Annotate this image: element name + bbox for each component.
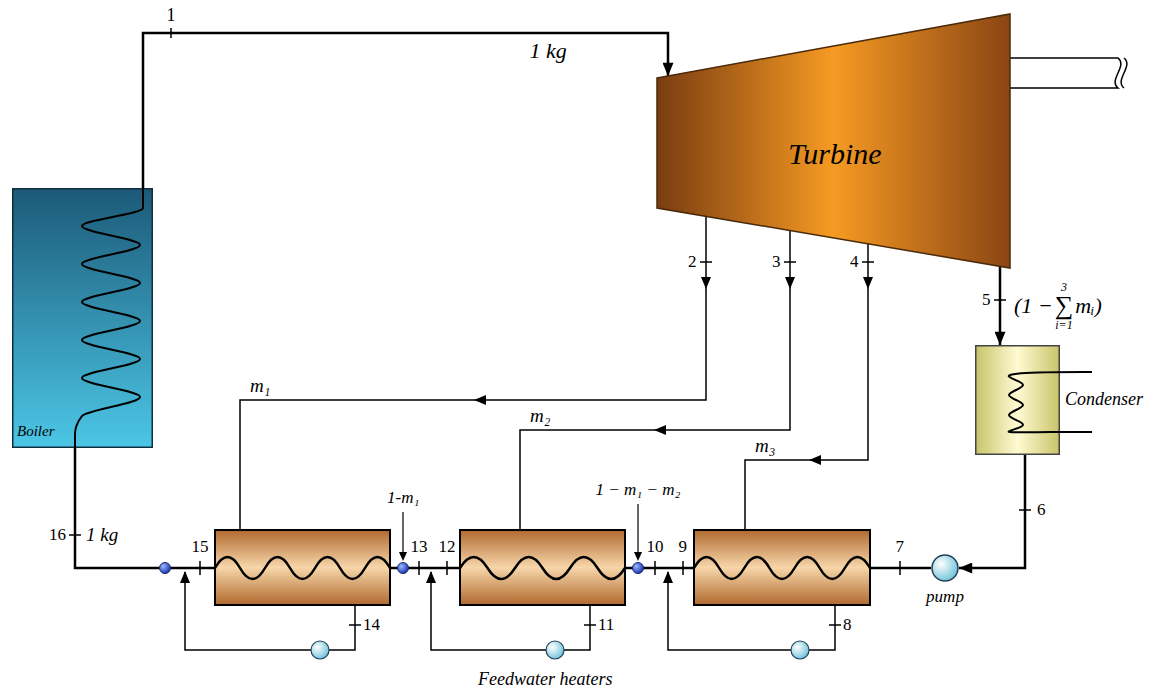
formula-part: 3: [1061, 281, 1067, 293]
arrowhead: [701, 277, 711, 289]
mass-flow-label: 1 kg: [86, 524, 118, 546]
state-number: 5: [982, 290, 991, 310]
extraction-line: [240, 216, 706, 530]
leader-line: [402, 512, 403, 552]
extraction-line: [520, 230, 790, 530]
boiler-body: [13, 189, 153, 448]
drain-pump: [546, 641, 564, 659]
mass-flow-label: 1-m₁: [387, 488, 419, 508]
condenser-shape: [975, 345, 1060, 455]
group-caption: Feedwater heaters: [478, 669, 612, 690]
state-number: 1: [167, 5, 176, 26]
mixing-points: [160, 563, 644, 574]
extraction-mass-label: m₃: [755, 435, 775, 457]
arrowhead: [663, 571, 673, 583]
mass-flow-label: 1 kg: [530, 38, 567, 63]
mixing-dot: [633, 563, 644, 574]
extraction-line: [745, 243, 868, 530]
turbine-label: Turbine: [788, 137, 881, 172]
state-number: 14: [363, 615, 380, 635]
formula-part: mᵢ): [1075, 293, 1102, 318]
arrowhead: [474, 395, 486, 405]
boiler-coil: [75, 188, 143, 448]
heater-coil: [215, 557, 390, 579]
arrowhead: [863, 277, 873, 289]
arrowhead: [654, 425, 666, 435]
state-number: 2: [688, 252, 697, 272]
arrowhead: [399, 552, 407, 561]
formula-part: ∑: [1055, 293, 1074, 319]
condenser-node: Condenser: [975, 345, 1060, 455]
state-number: 8: [843, 615, 852, 635]
drain-pumps: [311, 641, 809, 659]
turbine-node: Turbine: [657, 14, 1010, 268]
arrowhead: [180, 571, 190, 583]
mixing-dot: [160, 563, 171, 574]
exhaust-mass-formula: (1 −3∑i=1mᵢ): [1014, 281, 1102, 331]
boiler-label: Boiler: [17, 423, 55, 440]
heater-coil: [694, 557, 870, 579]
turbine-shaft: [1008, 58, 1127, 88]
state-number: 10: [647, 537, 664, 557]
mass-flow-label: 1 − m₁ − m₂: [596, 480, 681, 500]
feedwater-heater: [460, 530, 625, 605]
formula-slot: mᵢ): [1075, 293, 1102, 318]
shaft: [1008, 58, 1121, 88]
state-number: 16: [49, 525, 66, 545]
heater-coil: [460, 557, 625, 579]
turbine-body: [657, 14, 1010, 268]
state-number: 11: [598, 615, 614, 635]
arrowhead: [634, 552, 642, 561]
state-number: 15: [192, 537, 209, 557]
feedwater-heater: [694, 530, 870, 605]
pump-node: pump: [931, 554, 959, 582]
pipe-connector: [143, 33, 668, 188]
boiler-shape: [12, 188, 153, 448]
arrowhead: [426, 571, 436, 583]
pump-label: pump: [926, 587, 964, 607]
formula-part: i=1: [1055, 319, 1072, 331]
formula-slot: (1 −: [1014, 293, 1053, 318]
pipe-connector: [999, 266, 1002, 345]
extraction-mass-label: m₂: [530, 405, 550, 427]
pipe-connector: [959, 455, 1025, 568]
state-number: 9: [679, 537, 688, 557]
mixing-dot: [398, 563, 409, 574]
formula-sum: 3∑i=1: [1055, 281, 1074, 331]
arrowhead: [809, 455, 821, 465]
condenser-label: Condenser: [1065, 389, 1143, 410]
feedwater-heater: [215, 530, 390, 605]
boiler-node: Boiler: [12, 188, 153, 448]
drain-pump: [311, 641, 329, 659]
formula-part: (1 −: [1014, 293, 1053, 318]
state-number: 13: [411, 537, 428, 557]
feedwater-heaters: [215, 530, 870, 605]
leader-line: [637, 504, 638, 552]
pump-shape: [931, 554, 959, 582]
drain-pump: [791, 641, 809, 659]
state-number: 7: [896, 537, 905, 557]
state-number: 12: [439, 537, 456, 557]
pump-body: [932, 555, 958, 581]
state-number: 6: [1037, 500, 1046, 520]
state-number: 3: [772, 252, 781, 272]
arrowhead: [785, 277, 795, 289]
extraction-mass-label: m₁: [250, 375, 270, 397]
shaft-break: [1121, 58, 1127, 88]
state-number: 4: [850, 252, 859, 272]
